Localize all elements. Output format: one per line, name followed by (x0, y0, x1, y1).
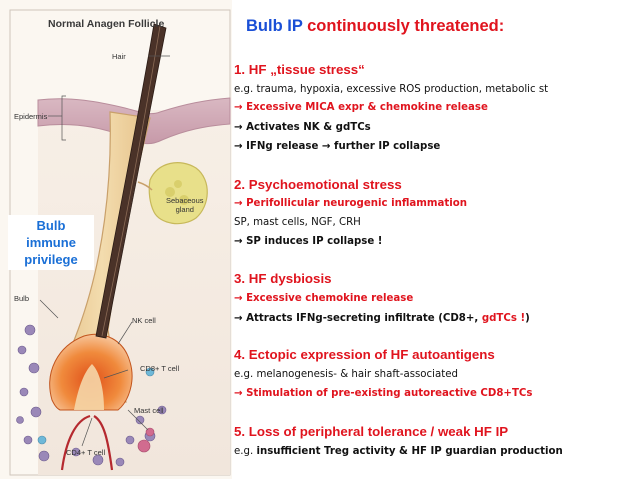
section-2-line-2: SP, mast cells, NGF, CRH (234, 217, 361, 228)
section-3-title: 3. HF dysbiosis (234, 271, 332, 286)
section-1-line-3: → Activates NK & gdTCs (234, 122, 371, 133)
label-mast-cell: Mast cell (134, 406, 164, 415)
section-4-line-1: e.g. melanogenesis- & hair shaft-associa… (234, 369, 458, 380)
label-sebaceous-gland: Sebaceous gland (166, 196, 204, 214)
callout-line-1: Bulb (36, 218, 66, 233)
callout-line-2: immune (26, 235, 76, 250)
section-3-line-2-tail: ) (525, 313, 530, 324)
section-1-title: 1. HF „tissue stress“ (234, 62, 365, 77)
section-3-line-1: → Excessive chemokine release (234, 293, 414, 304)
section-2-title: 2. Psychoemotional stress (234, 177, 402, 192)
label-cd4-t-cell: CD4+ T cell (66, 448, 106, 457)
section-3-line-2-text: → Attracts IFNg-secreting infiltrate (CD… (234, 313, 482, 324)
hair-follicle-diagram (0, 0, 232, 479)
section-5-line-1-text: insufficient Treg activity & HF IP guard… (256, 446, 563, 457)
section-3-line-2: → Attracts IFNg-secreting infiltrate (CD… (234, 313, 530, 324)
section-5-line-1-prefix: e.g. (234, 446, 257, 457)
section-5-line-1: e.g. insufficient Treg activity & HF IP … (234, 446, 563, 457)
label-hair: Hair (112, 52, 126, 61)
label-epidermis: Epidermis (14, 112, 48, 121)
text-panel: Bulb IP continuously threatened: 1. HF „… (234, 0, 638, 479)
section-4-line-2: → Stimulation of pre-existing autoreacti… (234, 388, 533, 399)
section-3-line-2-highlight: gdTCs ! (481, 313, 526, 324)
callout-line-3: privilege (24, 252, 78, 267)
label-bulb: Bulb (14, 294, 30, 303)
slide-heading: Bulb IP continuously threatened: (246, 17, 504, 36)
section-1-line-4: → IFNg release → further IP collapse (234, 141, 441, 152)
label-cd8-t-cell: CD8+ T cell (140, 364, 180, 373)
label-nk-cell: NK cell (132, 316, 156, 325)
section-1-line-1: e.g. trauma, hypoxia, excessive ROS prod… (234, 84, 549, 95)
bulb-immune-privilege-callout: Bulb immune privilege (8, 215, 94, 270)
heading-bulb-ip: Bulb IP (246, 17, 303, 35)
heading-threatened: continuously threatened: (302, 17, 505, 35)
section-1-line-2: → Excessive MICA expr & chemokine releas… (234, 102, 488, 113)
label-sebaceous-2: gland (175, 205, 194, 214)
section-2-line-1: → Perifollicular neurogenic inflammation (234, 198, 467, 209)
section-2-line-3: → SP induces IP collapse ! (234, 236, 383, 247)
section-4-title: 4. Ectopic expression of HF autoantigens (234, 347, 495, 362)
label-sebaceous-1: Sebaceous (166, 196, 204, 205)
section-5-title: 5. Loss of peripheral tolerance / weak H… (234, 424, 509, 439)
illustration-title: Normal Anagen Follicle (48, 18, 165, 30)
